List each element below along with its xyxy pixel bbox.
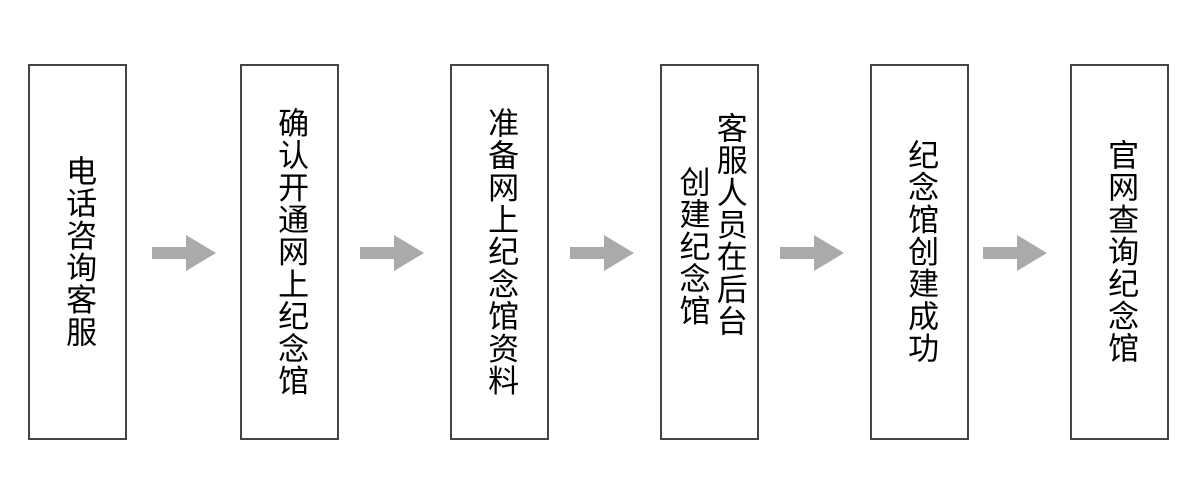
arrow-right-icon-3: [570, 229, 634, 277]
flow-node-step-1[interactable]: 电话咨询客服: [28, 64, 127, 440]
flow-node-step-2-label: 确认开通网上纪念馆: [272, 106, 309, 398]
arrow-right-icon-2: [360, 229, 424, 277]
flow-node-step-3[interactable]: 准备网上纪念馆资料: [450, 64, 549, 440]
flow-node-step-2[interactable]: 确认开通网上纪念馆: [240, 64, 339, 440]
flow-node-step-1-label: 电话咨询客服: [60, 155, 97, 349]
flow-node-step-5-label: 纪念馆创建成功: [902, 139, 939, 365]
arrow-right-icon-4: [780, 229, 844, 277]
arrow-right-icon-1: [152, 229, 216, 277]
flow-node-step-6[interactable]: 官网查询纪念馆: [1070, 64, 1169, 440]
flow-node-step-3-label: 准备网上纪念馆资料: [482, 106, 519, 398]
flow-node-step-5[interactable]: 纪念馆创建成功: [870, 64, 969, 440]
arrow-right-icon-5: [983, 229, 1047, 277]
flow-node-step-4-label-col-1: 客服人员在后台: [710, 112, 747, 338]
flow-node-step-4[interactable]: 客服人员在后台 创建纪念馆: [660, 64, 759, 440]
flow-node-step-4-label-col-2: 创建纪念馆: [673, 166, 710, 328]
flow-node-step-6-label: 官网查询纪念馆: [1102, 139, 1139, 365]
